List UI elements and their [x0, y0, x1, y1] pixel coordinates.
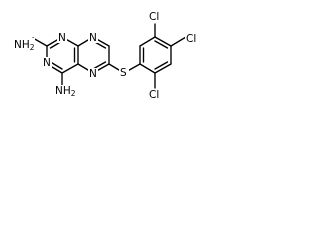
atom-n5: N: [88, 68, 98, 80]
bond-c2-nh2: [32, 37, 48, 47]
bond-c6-n5-inner: [92, 61, 107, 70]
bond-c1p-c2p: [139, 63, 156, 74]
nh2-bottom-main: NH: [55, 85, 71, 97]
cl-right-label: Cl: [186, 33, 196, 45]
atom-n3: N: [42, 57, 52, 69]
bond-layer: [32, 23, 187, 89]
bond-c4p-cl: [170, 36, 187, 47]
bond-c4p-c5p: [154, 36, 172, 47]
nh2-top-main: NH: [14, 39, 30, 51]
cl-bottom-label: Cl: [149, 89, 159, 101]
atom-n8: N: [88, 32, 98, 44]
nh2-bottom-subscript: 2: [71, 89, 76, 98]
atom-n1: N: [57, 32, 67, 44]
atom-label-layer: NH2 N N N N NH2 S Cl: [13, 11, 199, 101]
atom-nh2-bottom: NH2: [54, 85, 76, 98]
nh2-top-subscript: 2: [30, 43, 35, 52]
n5-label: N: [89, 68, 97, 80]
atom-nh2-top: NH2: [13, 38, 35, 52]
atom-s: S: [119, 67, 129, 79]
svg-text:NH2: NH2: [14, 39, 35, 52]
svg-text:NH2: NH2: [55, 85, 76, 98]
atom-cl-right: Cl: [185, 33, 199, 45]
bond-c4-n3-inner: [49, 61, 63, 70]
bond-c4a-c4: [61, 63, 79, 74]
bond-c5p-c6p: [139, 36, 156, 47]
n3-label: N: [43, 57, 51, 69]
cl-top-label: Cl: [149, 11, 159, 23]
n1-label: N: [58, 32, 66, 44]
bond-c2p-c3p: [154, 63, 172, 74]
bond-c2p-c3p-inner: [154, 61, 169, 70]
molecule-structure-diagram: NH2 N N N N NH2 S Cl: [13, 11, 199, 101]
atom-cl-bottom: Cl: [148, 89, 162, 101]
atom-cl-top: Cl: [148, 11, 162, 23]
s-label: S: [120, 67, 127, 79]
n8-label: N: [89, 32, 97, 44]
bond-c4p-c5p-inner: [154, 40, 169, 49]
